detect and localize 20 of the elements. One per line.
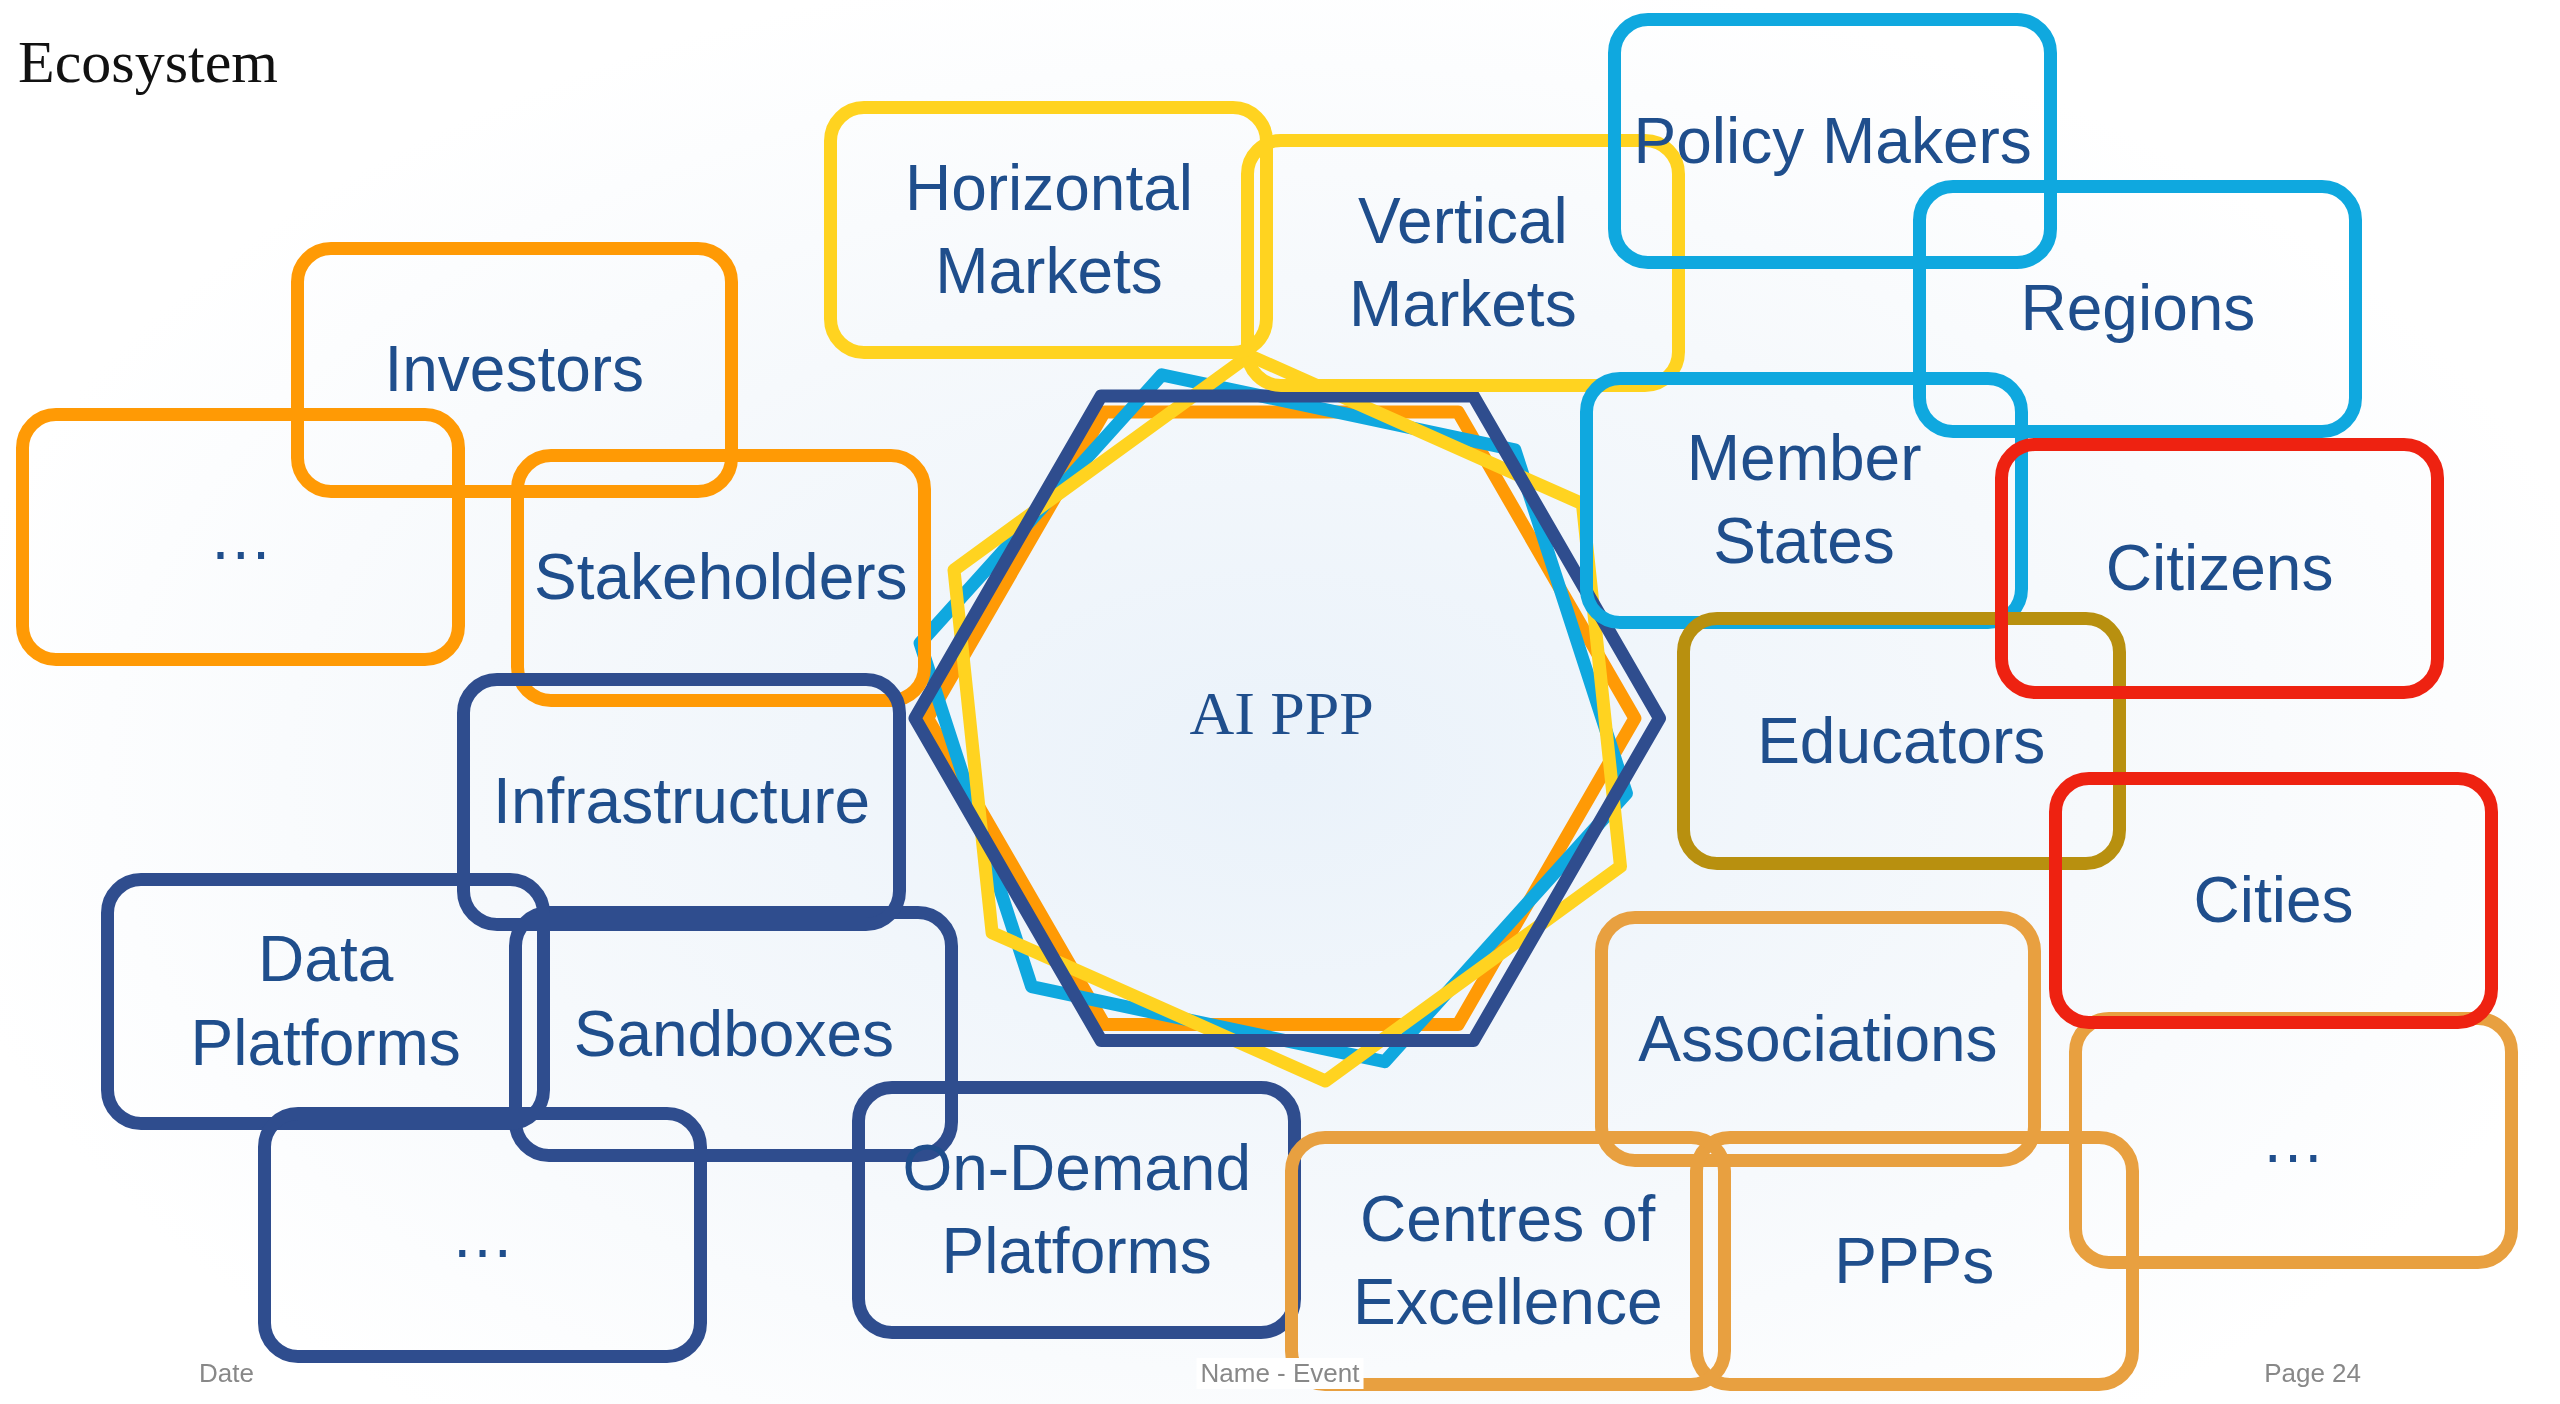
label-box: Regions bbox=[1913, 179, 2363, 438]
label-box: On-Demand Platforms bbox=[852, 1080, 1302, 1339]
label-box: … bbox=[16, 408, 466, 667]
label-box: Policy Makers bbox=[1608, 13, 2058, 270]
label-box: PPPs bbox=[1689, 1131, 2139, 1391]
hexagon-label: AI PPP bbox=[1188, 678, 1375, 750]
label-box: Citizens bbox=[1995, 437, 2445, 699]
slide-title: Ecosystem bbox=[18, 28, 278, 97]
label-box: Stakeholders bbox=[511, 448, 931, 707]
label-box: Infrastructure bbox=[457, 672, 907, 931]
label-box: Educators bbox=[1676, 612, 2126, 871]
label-box: Member States bbox=[1580, 372, 2028, 629]
label-box: … bbox=[2068, 1012, 2518, 1269]
label-box: Associations bbox=[1595, 911, 2041, 1168]
label-box: Data Platforms bbox=[101, 873, 551, 1130]
label-box: Horizontal Markets bbox=[824, 101, 1274, 360]
label-box: Cities bbox=[2048, 772, 2498, 1029]
label-box: Investors bbox=[290, 241, 738, 498]
footer-text: Name - Event bbox=[1196, 1358, 1364, 1389]
label-box: … bbox=[257, 1106, 707, 1364]
